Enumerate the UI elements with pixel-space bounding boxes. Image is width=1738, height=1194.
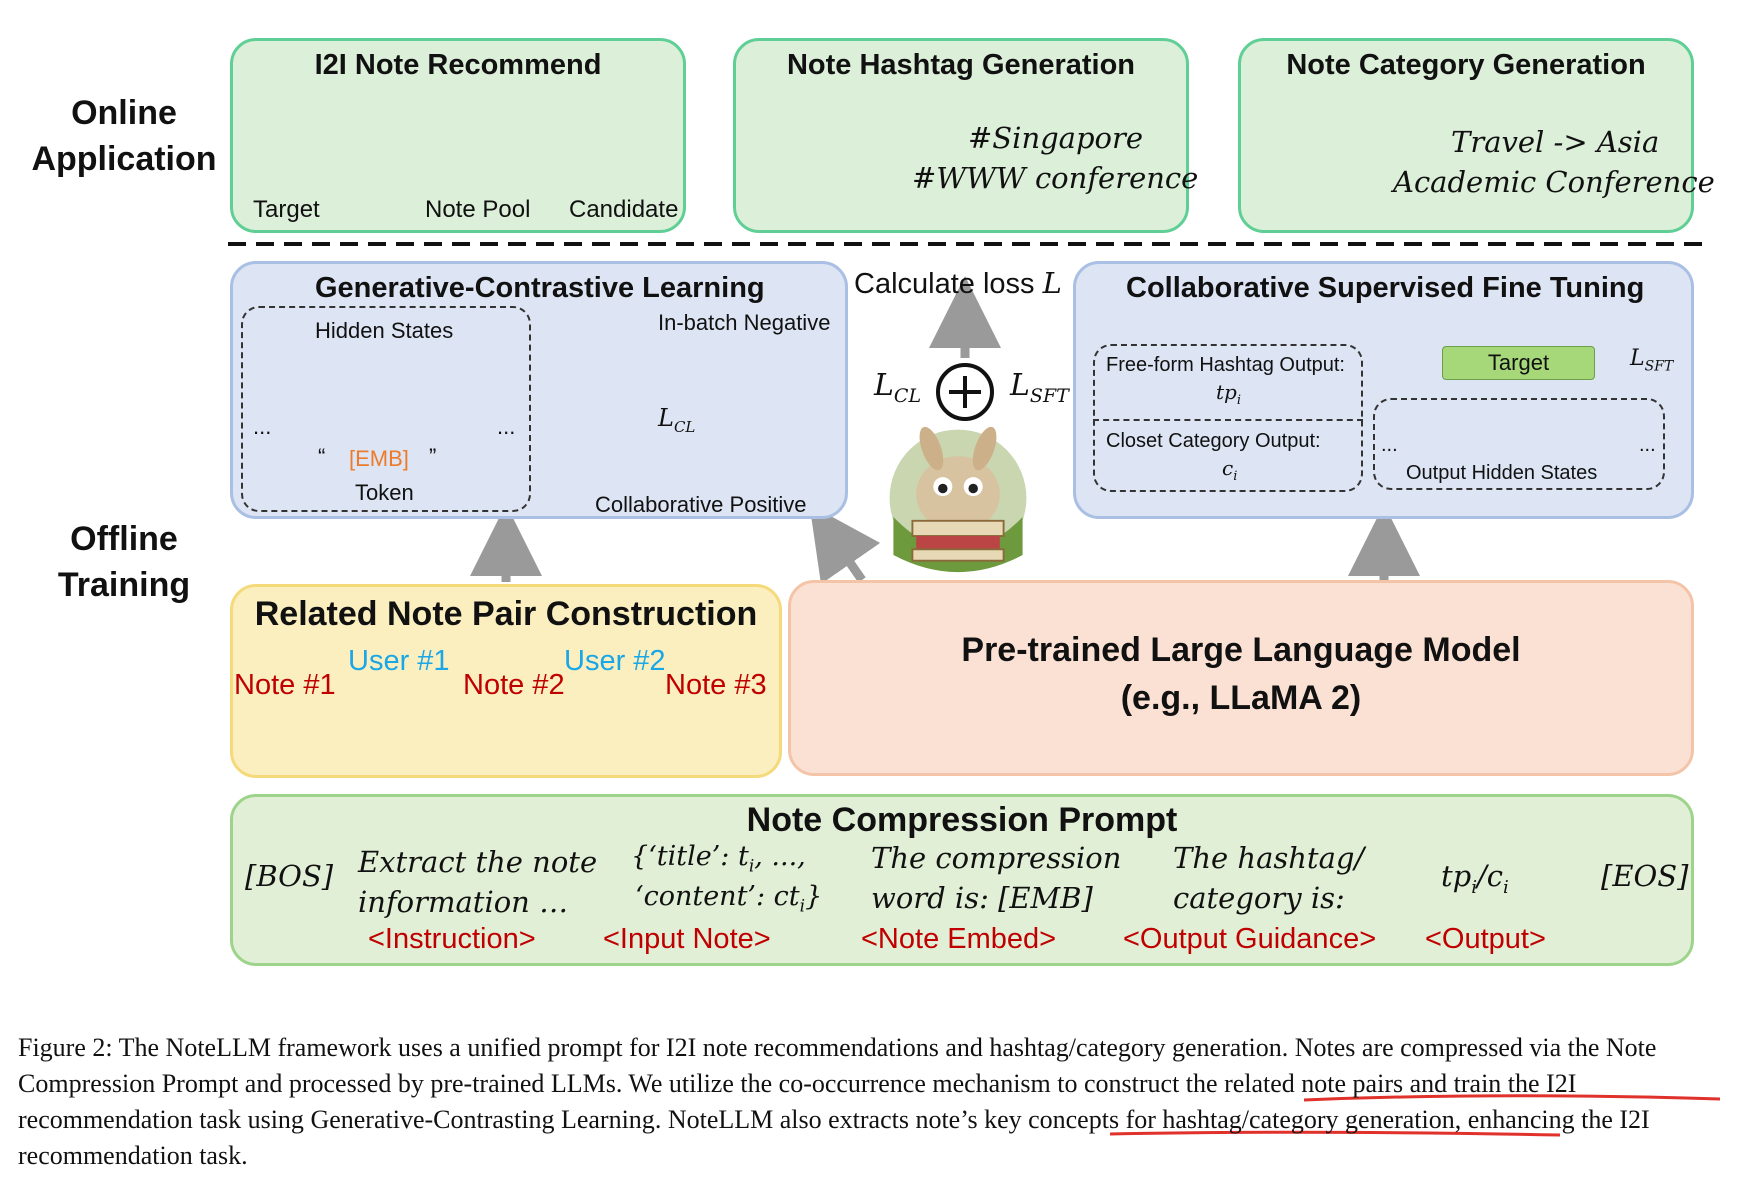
category-generation-panel: Note Category Generation Travel -> Asia …	[1238, 38, 1715, 233]
collaborative-sft-panel: Collaborative Supervised Fine Tuning Fre…	[1073, 261, 1694, 519]
input-note-line: ‘content’: cti}	[635, 881, 823, 917]
generative-contrastive-learning-panel: Generative-Contrastive Learning Hidden S…	[230, 261, 848, 519]
note-3-label: Note #3	[665, 669, 767, 701]
target-label: Target	[253, 196, 320, 223]
pretrained-llm-panel: Pre-trained Large Language Model (e.g., …	[788, 580, 1694, 776]
hashtag-generation-panel: Note Hashtag Generation #Singapore #WWW …	[733, 38, 1198, 233]
bos-token: [BOS]	[245, 859, 334, 893]
panel-title: I2I Note Recommend	[314, 49, 602, 81]
instruction-tag: <Instruction>	[368, 923, 536, 955]
caption-highlight: Generative-Contrasting Learning	[310, 1105, 655, 1134]
closet-category-label: Closet Category Output:	[1106, 430, 1321, 452]
hashtag-output: #WWW conference	[912, 161, 1199, 195]
caption-text: Figure 2: The NoteLLM framework uses a u…	[18, 1033, 1657, 1098]
candidate-label: Candidate	[569, 196, 679, 223]
category-output: Academic Conference	[1393, 165, 1715, 199]
instruction-line: information …	[358, 885, 569, 919]
tp-label: tpi	[1216, 380, 1242, 408]
output-guidance-tag: <Output Guidance>	[1123, 923, 1377, 955]
lsft-label: LSFT	[1010, 368, 1069, 407]
hidden-states-group	[241, 306, 531, 512]
c-label: ci	[1222, 456, 1238, 484]
output-value: tpi/ci	[1441, 859, 1509, 898]
calculate-loss-label: Calculate loss L	[854, 266, 1062, 300]
output-guidance-line: The hashtag/	[1173, 841, 1365, 875]
i2i-recommend-panel: I2I Note Recommend Target Note Pool Cand…	[230, 38, 686, 233]
quote-open: “	[318, 444, 326, 469]
llm-example: (e.g., LLaMA 2)	[1120, 679, 1362, 717]
output-hidden-states-group	[1373, 398, 1665, 490]
caption-text: . NoteLLM also extracts note’s key conce…	[18, 1105, 1650, 1170]
in-batch-negative-label: In-batch Negative	[658, 310, 831, 335]
category-output: Travel -> Asia	[1451, 125, 1660, 159]
note-embed-line: The compression	[871, 841, 1122, 875]
note-1-label: Note #1	[234, 669, 336, 701]
hashtag-output: #Singapore	[968, 121, 1144, 155]
collaborative-positive-label: Collaborative Positive	[595, 492, 807, 517]
panel-title: Note Hashtag Generation	[786, 49, 1136, 81]
annotation-underline	[1303, 1094, 1721, 1102]
output-hidden-states-label: Output Hidden States	[1406, 462, 1598, 484]
annotation-underline	[1109, 1130, 1561, 1137]
token-label: Token	[355, 480, 414, 505]
target-box: Target	[1442, 346, 1595, 380]
panel-title: Generative-Contrastive Learning	[315, 272, 765, 304]
emb-token-label: [EMB]	[349, 446, 409, 471]
note-pool-label: Note Pool	[425, 196, 531, 223]
figure-caption: Figure 2: The NoteLLM framework uses a u…	[18, 1030, 1720, 1174]
panel-title: Related Note Pair Construction	[254, 595, 758, 633]
ellipsis: ...	[253, 414, 272, 439]
input-note-line: {‘title’: ti, ...,	[631, 841, 806, 877]
llama-avatar	[888, 422, 1028, 574]
caption-highlight: the co-occurrence mechanism	[740, 1069, 1051, 1098]
quote-close: ”	[429, 444, 437, 469]
output-types-group	[1093, 344, 1363, 492]
lcl-label: LCL	[874, 368, 922, 407]
note-embed-tag: <Note Embed>	[861, 923, 1057, 955]
panel-title: Note Category Generation	[1286, 49, 1646, 81]
panel-title: Collaborative Supervised Fine Tuning	[1126, 272, 1645, 304]
output-tag: <Output>	[1425, 923, 1546, 955]
llm-title: Pre-trained Large Language Model	[961, 631, 1521, 669]
llm-to-gcl-arrow	[809, 504, 881, 585]
note-2-label: Note #2	[463, 669, 565, 701]
user-1-label: User #1	[348, 645, 450, 677]
eos-token: [EOS]	[1601, 859, 1689, 893]
note-compression-prompt-panel: Note Compression Prompt [BOS] Extract th…	[230, 794, 1694, 966]
hidden-states-label: Hidden States	[315, 318, 454, 343]
ellipsis: ...	[1639, 434, 1656, 456]
output-guidance-line: category is:	[1173, 881, 1345, 915]
input-note-tag: <Input Note>	[603, 923, 771, 955]
related-note-pair-panel: Related Note Pair Construction Note #1 U…	[230, 584, 782, 778]
caption-text: to construct the related note pairs and …	[18, 1069, 1577, 1134]
instruction-line: Extract the note	[358, 845, 598, 879]
ellipsis: ...	[497, 414, 516, 439]
panel-title: Note Compression Prompt	[746, 801, 1178, 839]
contrastive-loss-label: LCL	[658, 404, 696, 436]
note-embed-line: word is: [EMB]	[871, 881, 1093, 915]
freeform-hashtag-label: Free-form Hashtag Output:	[1106, 354, 1345, 376]
ellipsis: ...	[1381, 434, 1398, 456]
lsft-target-label: LSFT	[1630, 346, 1674, 375]
user-2-label: User #2	[564, 645, 666, 677]
